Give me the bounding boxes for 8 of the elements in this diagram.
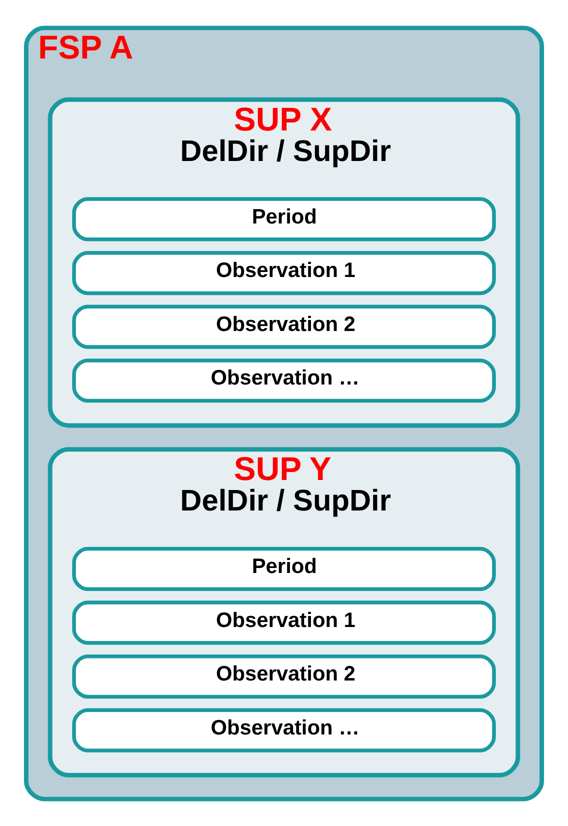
node-box: Observation 1 (72, 250, 496, 295)
node-box: Observation 2 (72, 654, 496, 698)
node-box: Observation … (72, 358, 496, 402)
node-box: Observation 2 (72, 304, 496, 348)
node-box: Period (72, 196, 496, 241)
node-box: Period (72, 546, 496, 590)
node-box: Observation … (72, 708, 496, 752)
node-box: Observation 1 (72, 600, 496, 644)
